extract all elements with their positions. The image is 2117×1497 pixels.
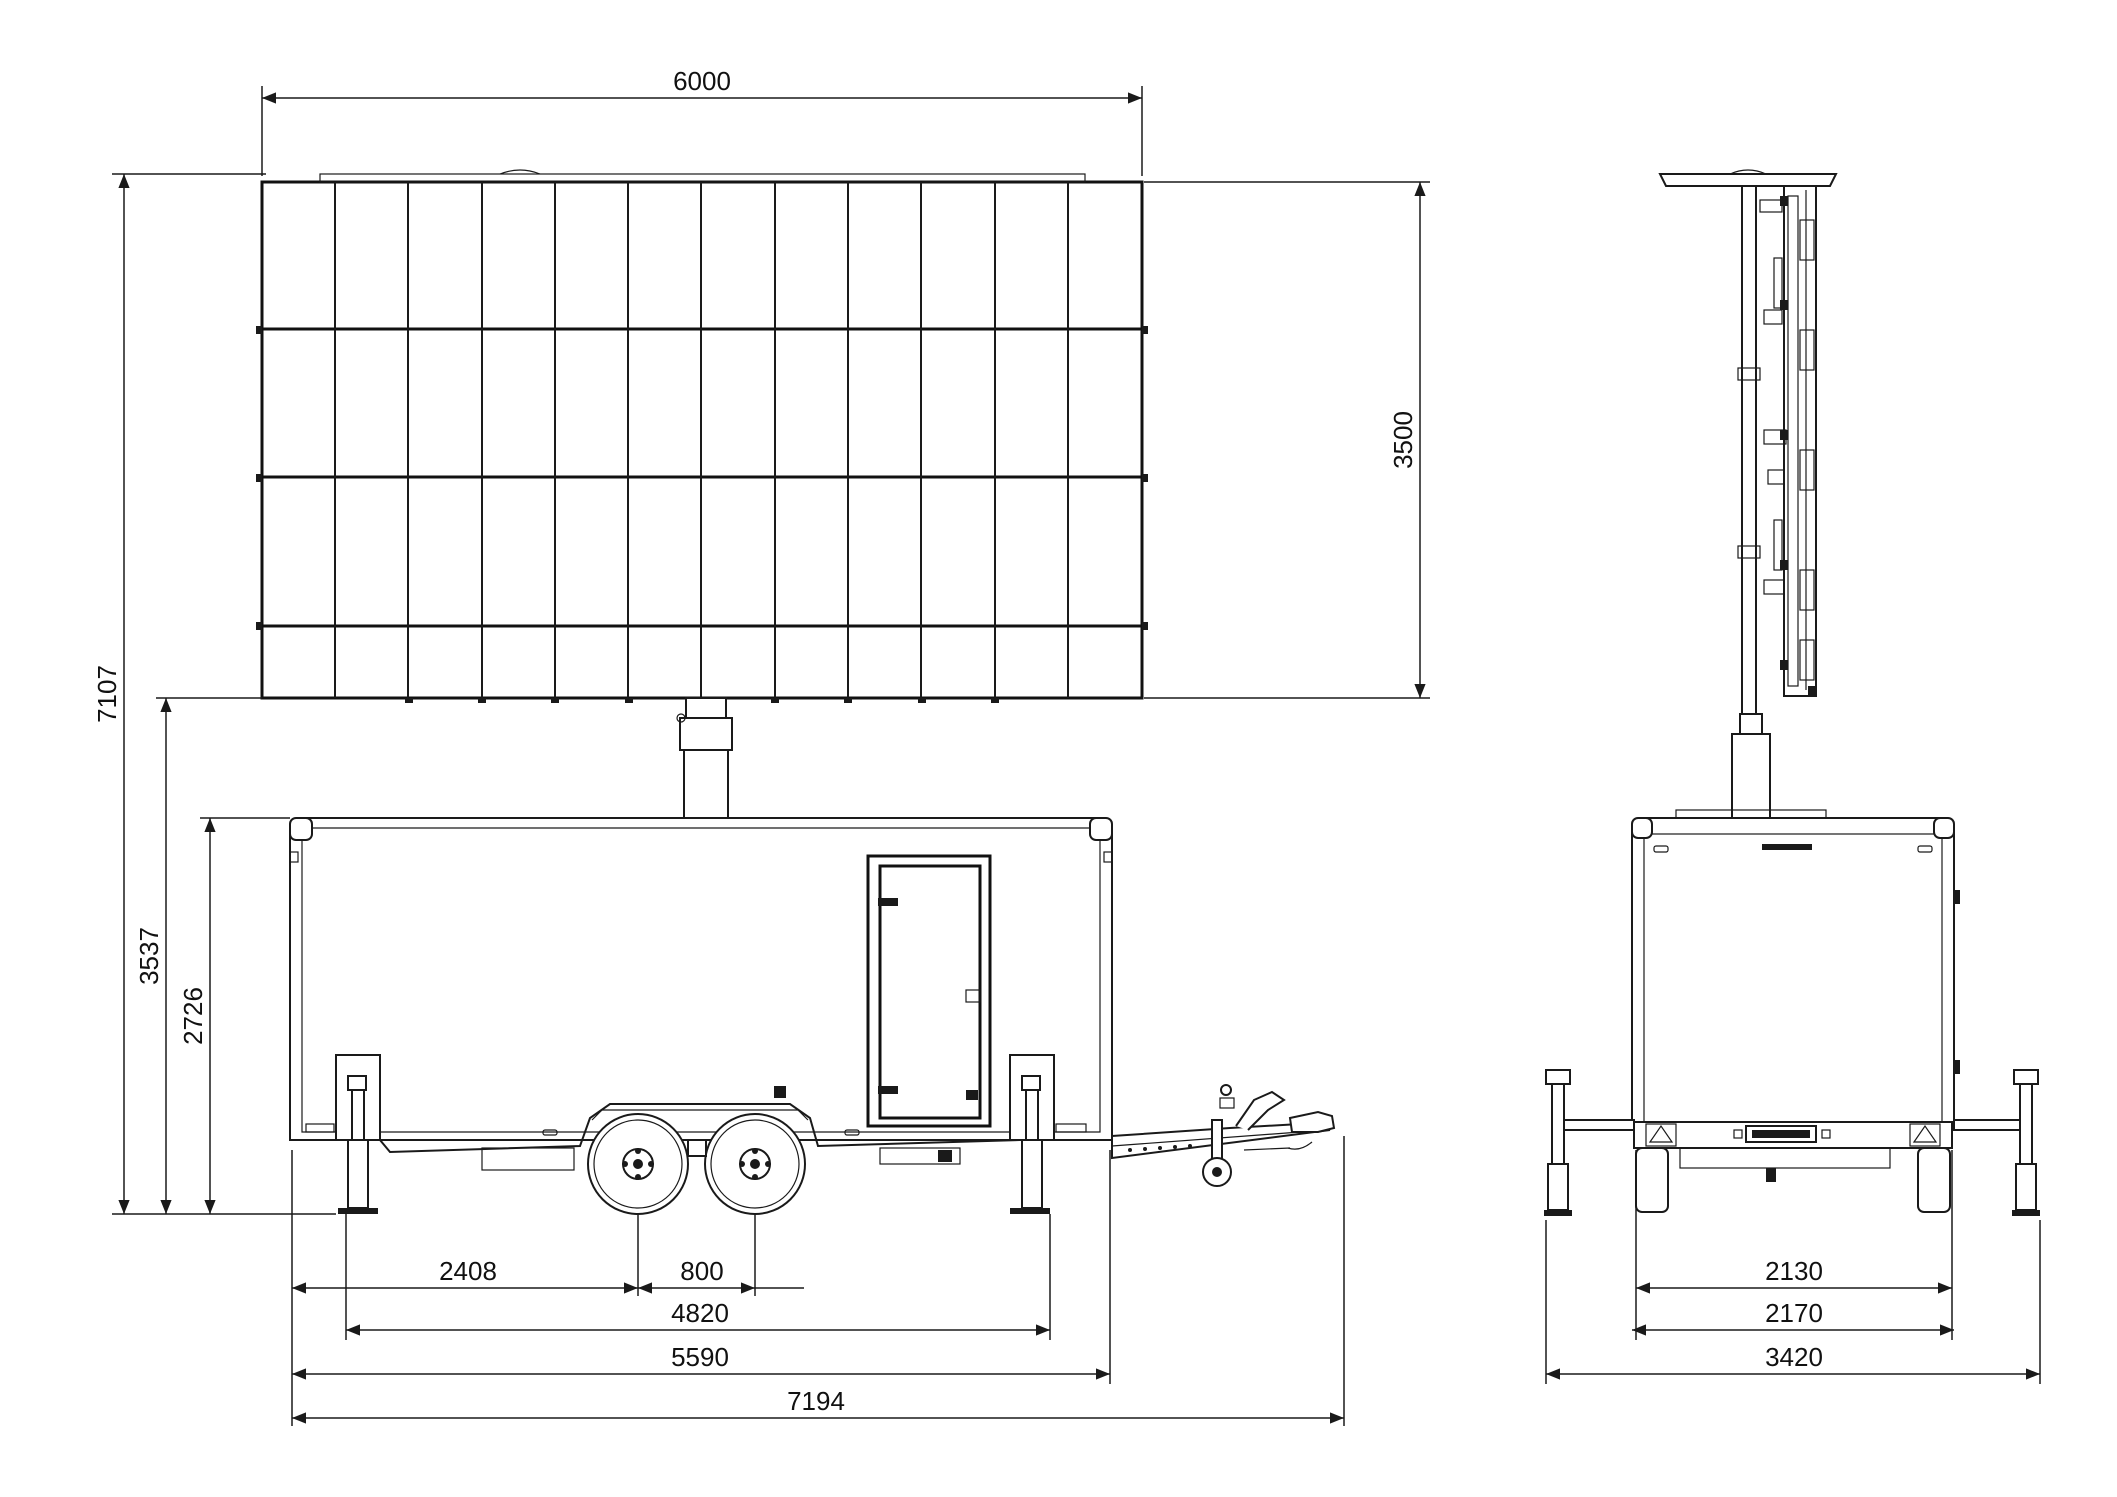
dimension-overall-length: 7194 [292,1386,1344,1424]
dim-label-2170: 2170 [1765,1298,1823,1328]
side-front-leg [1009,1054,1087,1214]
side-wheel-front [704,1113,806,1215]
side-led-panel [256,169,1148,703]
dim-label-2408: 2408 [439,1256,497,1286]
side-drawbar [1111,1084,1336,1187]
dimension-axle-spacing: 800 [638,1256,804,1294]
dimension-front-to-axle: 2408 [292,1256,638,1294]
rear-led-panel [1658,169,1838,697]
dim-label-6000: 6000 [673,66,731,96]
rear-trailer-body [1631,817,1960,1182]
rear-mast [1675,185,1827,819]
dimension-panel-height: 3500 [1144,181,1430,699]
dimension-body-height: 2726 [178,817,290,1214]
dimension-outer-width: 2170 [1632,1298,1954,1336]
dim-label-2726: 2726 [178,987,208,1045]
dim-label-7107: 7107 [92,665,122,723]
dim-label-3537: 3537 [134,927,164,985]
rear-stabiliser-arms [1544,1069,2040,1216]
side-trailer-body [289,817,1113,1171]
dim-label-2130: 2130 [1765,1256,1823,1286]
dimension-panel-width: 6000 [261,66,1143,176]
dimension-leg-width: 3420 [1546,1342,2040,1380]
side-mast [676,697,733,819]
side-wheel-rear [587,1113,689,1215]
dim-label-3420: 3420 [1765,1342,1823,1372]
dimension-panel-bottom-height: 3537 [134,697,262,1214]
dim-label-7194: 7194 [787,1386,845,1416]
dim-label-4820: 4820 [671,1298,729,1328]
dim-label-800: 800 [680,1256,723,1286]
dimension-inner-width: 2130 [1636,1256,1952,1294]
dimension-overall-height: 7107 [92,173,336,1215]
axle-hub [687,1139,707,1157]
dim-label-5590: 5590 [671,1342,729,1372]
dimension-leg-spacing: 4820 [346,1298,1050,1336]
rear-wheels [1635,1147,1951,1213]
side-rear-leg [305,1054,381,1214]
dim-label-3500: 3500 [1388,411,1418,469]
dimension-body-length: 5590 [292,1342,1110,1380]
